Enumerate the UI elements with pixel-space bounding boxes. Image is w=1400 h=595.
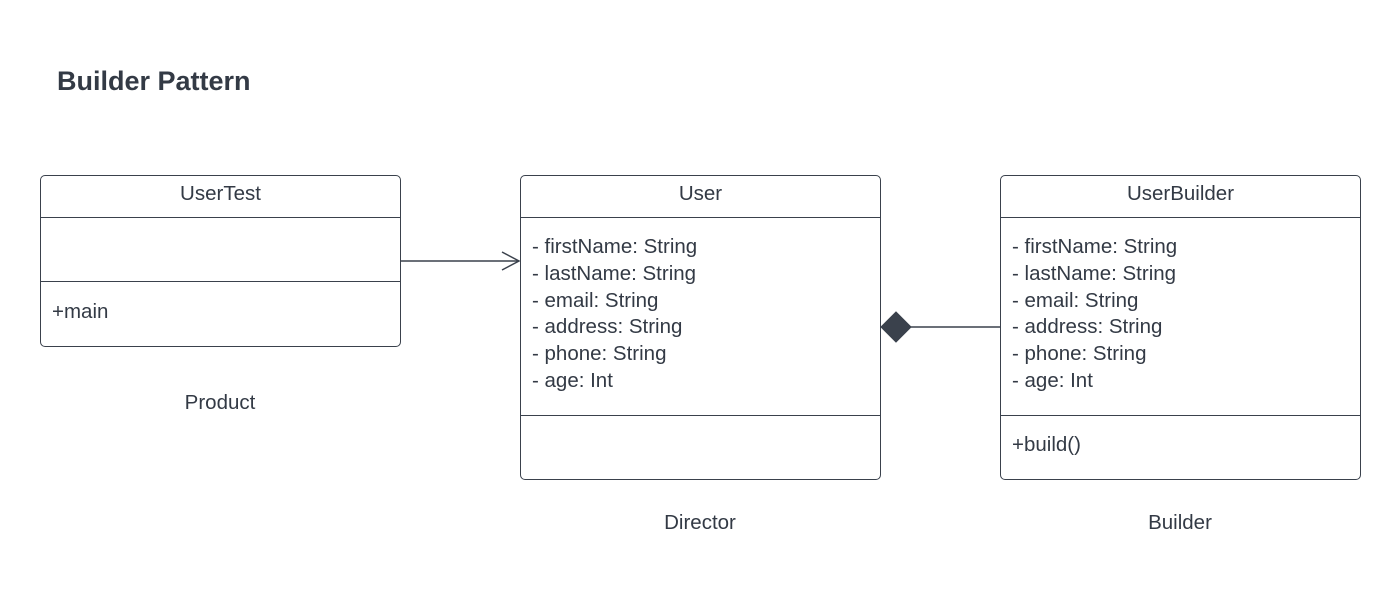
composition-connector[interactable] bbox=[880, 311, 1000, 343]
role-label-director: Director bbox=[664, 511, 736, 534]
association-arrow[interactable] bbox=[401, 251, 521, 271]
class-methods: +main bbox=[41, 282, 400, 346]
class-methods: +build() bbox=[1001, 416, 1360, 479]
role-label-builder: Builder bbox=[1148, 511, 1212, 534]
class-name: UserBuilder bbox=[1001, 176, 1360, 218]
attribute-item: - address: String bbox=[1012, 315, 1163, 339]
class-attributes: - firstName: String - lastName: String -… bbox=[521, 218, 880, 416]
method-item: +build() bbox=[1012, 433, 1081, 456]
attribute-item: - address: String bbox=[532, 315, 683, 339]
class-attributes bbox=[41, 218, 400, 282]
attribute-item: - age: Int bbox=[1012, 368, 1093, 392]
class-attributes: - firstName: String - lastName: String -… bbox=[1001, 218, 1360, 416]
method-item: +main bbox=[52, 300, 109, 323]
composition-diamond-icon bbox=[880, 311, 912, 343]
attribute-item: - email: String bbox=[532, 288, 659, 312]
attribute-item: - lastName: String bbox=[532, 261, 697, 285]
attribute-item: - email: String bbox=[1012, 288, 1139, 312]
attribute-item: - phone: String bbox=[1012, 342, 1147, 366]
attribute-item: - firstName: String bbox=[1012, 235, 1178, 258]
class-user[interactable]: User - firstName: String - lastName: Str… bbox=[520, 175, 881, 480]
attribute-item: - lastName: String bbox=[1012, 261, 1177, 285]
class-usertest[interactable]: UserTest +main bbox=[40, 175, 401, 347]
class-userbuilder[interactable]: UserBuilder - firstName: String - lastNa… bbox=[1000, 175, 1361, 480]
role-label-product: Product bbox=[184, 391, 256, 414]
attribute-item: - firstName: String bbox=[532, 235, 698, 258]
attribute-item: - age: Int bbox=[532, 368, 613, 392]
diagram-title: Builder Pattern bbox=[57, 66, 251, 96]
class-methods bbox=[521, 416, 880, 479]
class-name: User bbox=[521, 176, 880, 218]
class-name: UserTest bbox=[41, 176, 400, 218]
attribute-item: - phone: String bbox=[532, 342, 667, 366]
